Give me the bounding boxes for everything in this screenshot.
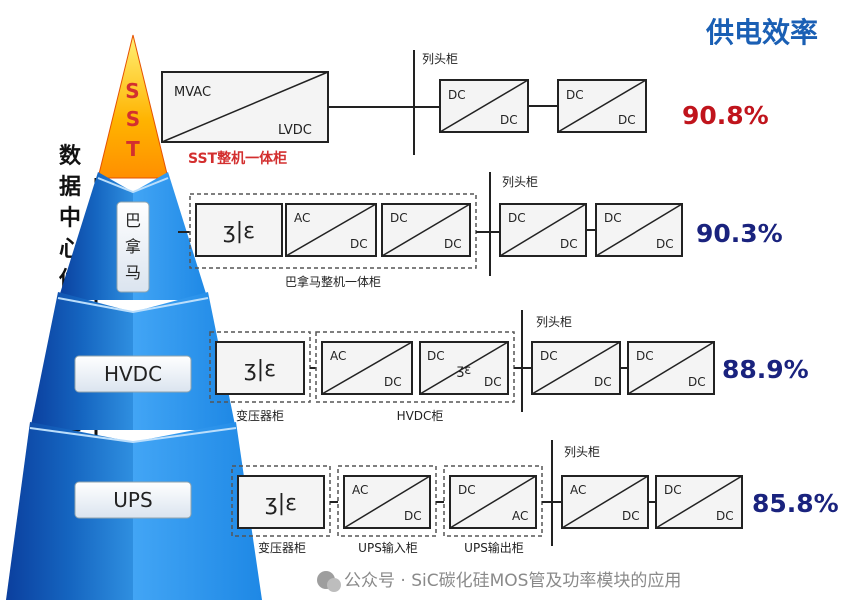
mini-transformer-icon: ʒε xyxy=(457,363,472,378)
column-label: 列头柜 xyxy=(502,175,538,189)
cabinet-label-transformer: 变压器柜 xyxy=(236,408,284,423)
box-label-dc: DC xyxy=(500,113,518,127)
box-label-dc: DC xyxy=(427,349,445,363)
box-label-ac: AC xyxy=(512,509,528,523)
acdc-diagonal xyxy=(321,341,413,395)
dcdc-diagonal xyxy=(531,341,621,395)
box-label-dc: DC xyxy=(384,375,402,389)
dcdc-diagonal xyxy=(419,341,509,395)
pyramid-label-sst: S xyxy=(126,107,140,131)
box-label-dc: DC xyxy=(448,88,466,102)
box-label-ac: AC xyxy=(570,483,586,497)
side-title-char: 据 xyxy=(59,175,81,200)
wechat-icon-bubble xyxy=(327,578,341,592)
dcdc-diagonal xyxy=(655,475,743,529)
pyramid-label-panama: 马 xyxy=(125,263,141,282)
cabinet-label-panama: 巴拿马整机一体柜 xyxy=(285,274,381,289)
pyramid-ridge xyxy=(57,297,209,314)
box-label-dc: DC xyxy=(604,211,622,225)
pyramid-label-box-panama xyxy=(116,201,150,293)
row-panama: ʒ|ε AC DC DC DC 巴拿马整机一体柜 列头柜 DC DC DC DC… xyxy=(178,172,783,289)
watermark-text: 公众号 · SiC碳化硅MOS管及功率模块的应用 xyxy=(344,571,681,591)
box-label-dc: DC xyxy=(404,509,422,523)
dcdc-diagonal xyxy=(499,203,587,257)
box-label-dc: DC xyxy=(622,509,640,523)
box-label-dc: DC xyxy=(508,211,526,225)
box-label-dc: DC xyxy=(390,211,408,225)
cabinet-label-ups-input: UPS输入柜 xyxy=(358,540,418,555)
pyramid-sst xyxy=(97,34,169,179)
pyramid: S S T 巴 拿 马 HVDC UPS xyxy=(6,34,262,600)
box-label-dc: DC xyxy=(540,349,558,363)
dcdc-diagonal xyxy=(557,79,647,133)
efficiency-value-ups: 85.8% xyxy=(752,489,839,518)
box-label-dc: DC xyxy=(716,509,734,523)
box-label-dc: DC xyxy=(594,375,612,389)
pyramid-label-box-hvdc xyxy=(74,355,192,393)
pyramid-ups-left xyxy=(6,422,133,600)
pyramid-label-panama: 拿 xyxy=(125,237,141,256)
acdc-diagonal xyxy=(561,475,649,529)
box-label-ac: AC xyxy=(352,483,368,497)
box-label-dc: DC xyxy=(458,483,476,497)
box-label-dc: DC xyxy=(636,349,654,363)
box-label-ac: AC xyxy=(330,349,346,363)
box-label-dc: DC xyxy=(484,375,502,389)
efficiency-value-sst: 90.8% xyxy=(682,101,769,130)
dcac-diagonal xyxy=(449,475,537,529)
box-label-dc: DC xyxy=(444,237,462,251)
row-ups: ʒ|ε 变压器柜 AC DC UPS输入柜 DC AC UPS输出柜 列头柜 A… xyxy=(231,440,839,555)
column-label: 列头柜 xyxy=(536,315,572,329)
pyramid-ridge xyxy=(29,427,237,444)
dcdc-diagonal xyxy=(439,79,529,133)
watermark: 公众号 · SiC碳化硅MOS管及功率模块的应用 xyxy=(317,571,681,592)
pyramid-ups-right xyxy=(133,422,262,600)
dcdc-diagonal xyxy=(627,341,715,395)
box-label-dc: DC xyxy=(350,237,368,251)
pyramid-label-sst: S xyxy=(125,79,140,103)
box-label-ac: AC xyxy=(294,211,310,225)
pyramid-label-ups: UPS xyxy=(113,488,152,512)
row-hvdc: ʒ|ε 变压器柜 AC DC DC DC ʒε HVDC柜 列头柜 DC DC … xyxy=(209,310,809,423)
box-label-dc: DC xyxy=(688,375,706,389)
transformer-box xyxy=(237,475,325,529)
efficiency-value-hvdc: 88.9% xyxy=(722,355,809,384)
transformer-icon: ʒ|ε xyxy=(223,219,255,244)
transformer-box xyxy=(195,203,283,257)
box-label-dc: DC xyxy=(664,483,682,497)
box-label-lvdc: LVDC xyxy=(278,123,312,138)
column-label: 列头柜 xyxy=(422,52,458,66)
box-label-dc: DC xyxy=(566,88,584,102)
box-label-dc: DC xyxy=(618,113,636,127)
pyramid-label-hvdc: HVDC xyxy=(104,362,162,386)
efficiency-value-panama: 90.3% xyxy=(696,219,783,248)
converter-diagonal xyxy=(161,71,329,143)
row-sst: MVAC LVDC SST整机一体柜 列头柜 DC DC DC DC 90.8% xyxy=(161,50,769,167)
dcdc-diagonal xyxy=(381,203,471,257)
acdc-diagonal xyxy=(343,475,431,529)
page-title: 供电效率 xyxy=(705,16,818,49)
column-label: 列头柜 xyxy=(564,445,600,459)
transformer-box xyxy=(215,341,305,395)
dcdc-diagonal xyxy=(595,203,683,257)
transformer-icon: ʒ|ε xyxy=(265,491,297,516)
cabinet-label-ups-output: UPS输出柜 xyxy=(464,540,524,555)
pyramid-label-box-ups xyxy=(74,481,192,519)
cabinet-label-sst: SST整机一体柜 xyxy=(188,150,287,167)
transformer-icon: ʒ|ε xyxy=(244,357,276,382)
box-label-dc: DC xyxy=(560,237,578,251)
pyramid-ridge xyxy=(97,177,169,194)
cabinet-label-hvdc: HVDC柜 xyxy=(397,409,444,423)
side-title-char: 中 xyxy=(59,206,81,231)
box-label-dc: DC xyxy=(656,237,674,251)
side-title-char: 数 xyxy=(59,143,82,169)
cabinet-label-transformer: 变压器柜 xyxy=(258,540,306,555)
acdc-diagonal xyxy=(285,203,377,257)
box-label-mvac: MVAC xyxy=(174,85,211,100)
pyramid-panama-left xyxy=(58,172,133,300)
pyramid-label-panama: 巴 xyxy=(125,211,141,230)
pyramid-label-sst: T xyxy=(126,137,140,161)
